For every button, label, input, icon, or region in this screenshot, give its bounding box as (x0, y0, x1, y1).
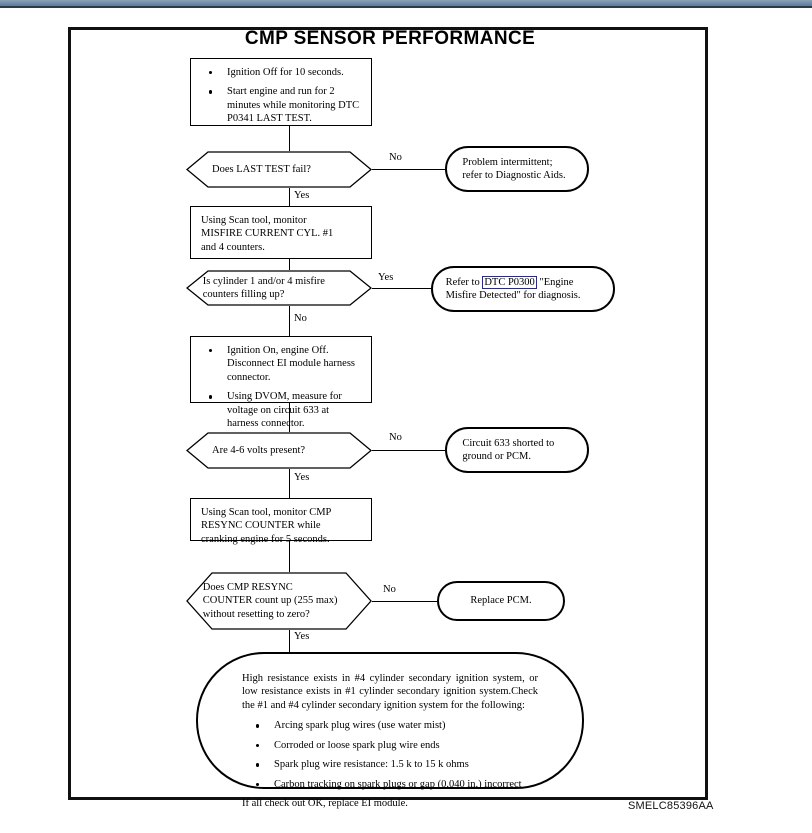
terminator-node-circuit-633-shorted: Circuit 633 shorted to ground or PCM. (445, 427, 589, 473)
edge-d2-n3 (289, 306, 291, 336)
edge-d2-t2 (371, 288, 431, 290)
process-node-dvom-voltage-check: Ignition On, engine Off. Disconnect EI m… (190, 336, 372, 429)
terminator-line: Replace PCM. (470, 595, 532, 607)
hexagon-shape (186, 270, 372, 306)
bullet-item: Spark plug wire resistance: 1.5 k to 15 … (248, 758, 538, 771)
decision-label-block: Is cylinder 1 and/or 4 misfire counters … (186, 275, 372, 302)
final-intro-text: High resistance exists in #4 cylinder se… (242, 673, 538, 711)
terminator-line: Circuit 633 shorted to (462, 437, 555, 449)
hexagon-shape (186, 572, 372, 630)
decision-line: counters filling up? (202, 289, 285, 300)
terminator-line: refer to Diagnostic Aids. (462, 170, 566, 181)
decision-label: Does LAST TEST fail? (212, 163, 311, 175)
hexagon-shape (186, 432, 372, 469)
decision-line: Does CMP RESYNC (202, 581, 293, 593)
terminator-node-problem-intermittent: Problem intermittent; refer to Diagnosti… (445, 146, 589, 192)
bullet-item: Using DVOM, measure for voltage on circu… (201, 390, 363, 430)
bullet-item: Carbon tracking on spark plugs or gap (0… (248, 778, 538, 791)
terminator-line: Problem intermittent; (462, 156, 553, 168)
process-line: cranking engine for 5 seconds. (201, 533, 330, 545)
edge-d1-n2 (289, 188, 291, 206)
decision-node-last-test-fail: Does LAST TEST fail? (186, 151, 372, 188)
bullet-item: Corroded or loose spark plug wire ends (248, 739, 538, 752)
process-node-monitor-misfire-counters: Using Scan tool, monitor MISFIRE CURRENT… (190, 206, 372, 259)
window-top-bar (0, 0, 812, 8)
edge-label-no-4: No (383, 584, 396, 595)
process-line: RESYNC COUNTER while (201, 520, 321, 532)
edge-d3-t3 (371, 450, 445, 452)
process-line: Using Scan tool, monitor (201, 215, 307, 226)
bullet-item: Ignition On, engine Off. Disconnect EI m… (201, 344, 363, 384)
bullet-item: Arcing spark plug wires (use water mist) (248, 719, 538, 732)
process-node-monitor-resync-counter: Using Scan tool, monitor CMP RESYNC COUN… (190, 498, 372, 545)
decision-label: Are 4-6 volts present? (212, 444, 306, 456)
edge-label-yes-2: Yes (378, 272, 394, 283)
process-line: MISFIRE CURRENT CYL. #1 (201, 228, 334, 240)
page-title: CMP SENSOR PERFORMANCE (244, 28, 536, 49)
edge-d1-t1 (371, 169, 445, 171)
decision-node-volts-present: Are 4-6 volts present? (186, 432, 372, 469)
edge-d4-t5 (289, 630, 291, 652)
hexagon-shape (186, 151, 372, 188)
terminator-node-final-diagnosis: High resistance exists in #4 cylinder se… (196, 652, 584, 809)
dtc-p0300-link[interactable]: DTC P0300 (482, 275, 537, 289)
bullet-item: Start engine and run for 2 minutes while… (201, 85, 363, 125)
terminator-suffix: "Engine Misfire Detected" for diagnosis. (445, 276, 581, 301)
terminator-node-refer-dtc-p0300: Refer to DTC P0300 "Engine Misfire Detec… (431, 266, 615, 312)
edge-d4-t4 (371, 601, 437, 603)
edge-n2-d2 (289, 259, 291, 275)
process-line: Using Scan tool, monitor CMP (201, 507, 332, 518)
process-node-initial-checks: Ignition Off for 10 seconds. Start engin… (190, 58, 372, 126)
decision-line: Is cylinder 1 and/or 4 misfire (202, 275, 325, 287)
terminator-prefix: Refer to (445, 276, 483, 288)
figure-caption: SMELC85396AA (628, 800, 714, 812)
edge-label-no-3: No (389, 432, 402, 443)
terminator-line: ground or PCM. (462, 451, 531, 462)
edge-label-no-1: No (389, 152, 402, 163)
edge-label-yes-3: Yes (294, 472, 310, 483)
terminator-node-replace-pcm: Replace PCM. (437, 581, 565, 621)
decision-node-resync-counter-counts-up: Does CMP RESYNC COUNTER count up (255 ma… (186, 572, 372, 630)
edge-label-no-2: No (294, 313, 307, 324)
bullet-item: Ignition Off for 10 seconds. (201, 66, 363, 79)
edge-n1-d1 (289, 126, 291, 151)
final-outro-text: If all check out OK, replace EI module. (242, 798, 408, 810)
edge-d3-n4 (289, 469, 291, 498)
decision-label-block: Does CMP RESYNC COUNTER count up (255 ma… (186, 581, 372, 621)
decision-line: COUNTER count up (255 max) (202, 595, 338, 607)
edge-n3-d3 (289, 403, 291, 432)
process-line: and 4 counters. (201, 241, 265, 253)
edge-label-yes-4: Yes (294, 631, 310, 642)
decision-line: without resetting to zero? (202, 608, 310, 620)
edge-n4-d4 (289, 541, 291, 572)
decision-node-misfire-counters-filling: Is cylinder 1 and/or 4 misfire counters … (186, 270, 372, 306)
edge-label-yes-1: Yes (294, 190, 310, 201)
